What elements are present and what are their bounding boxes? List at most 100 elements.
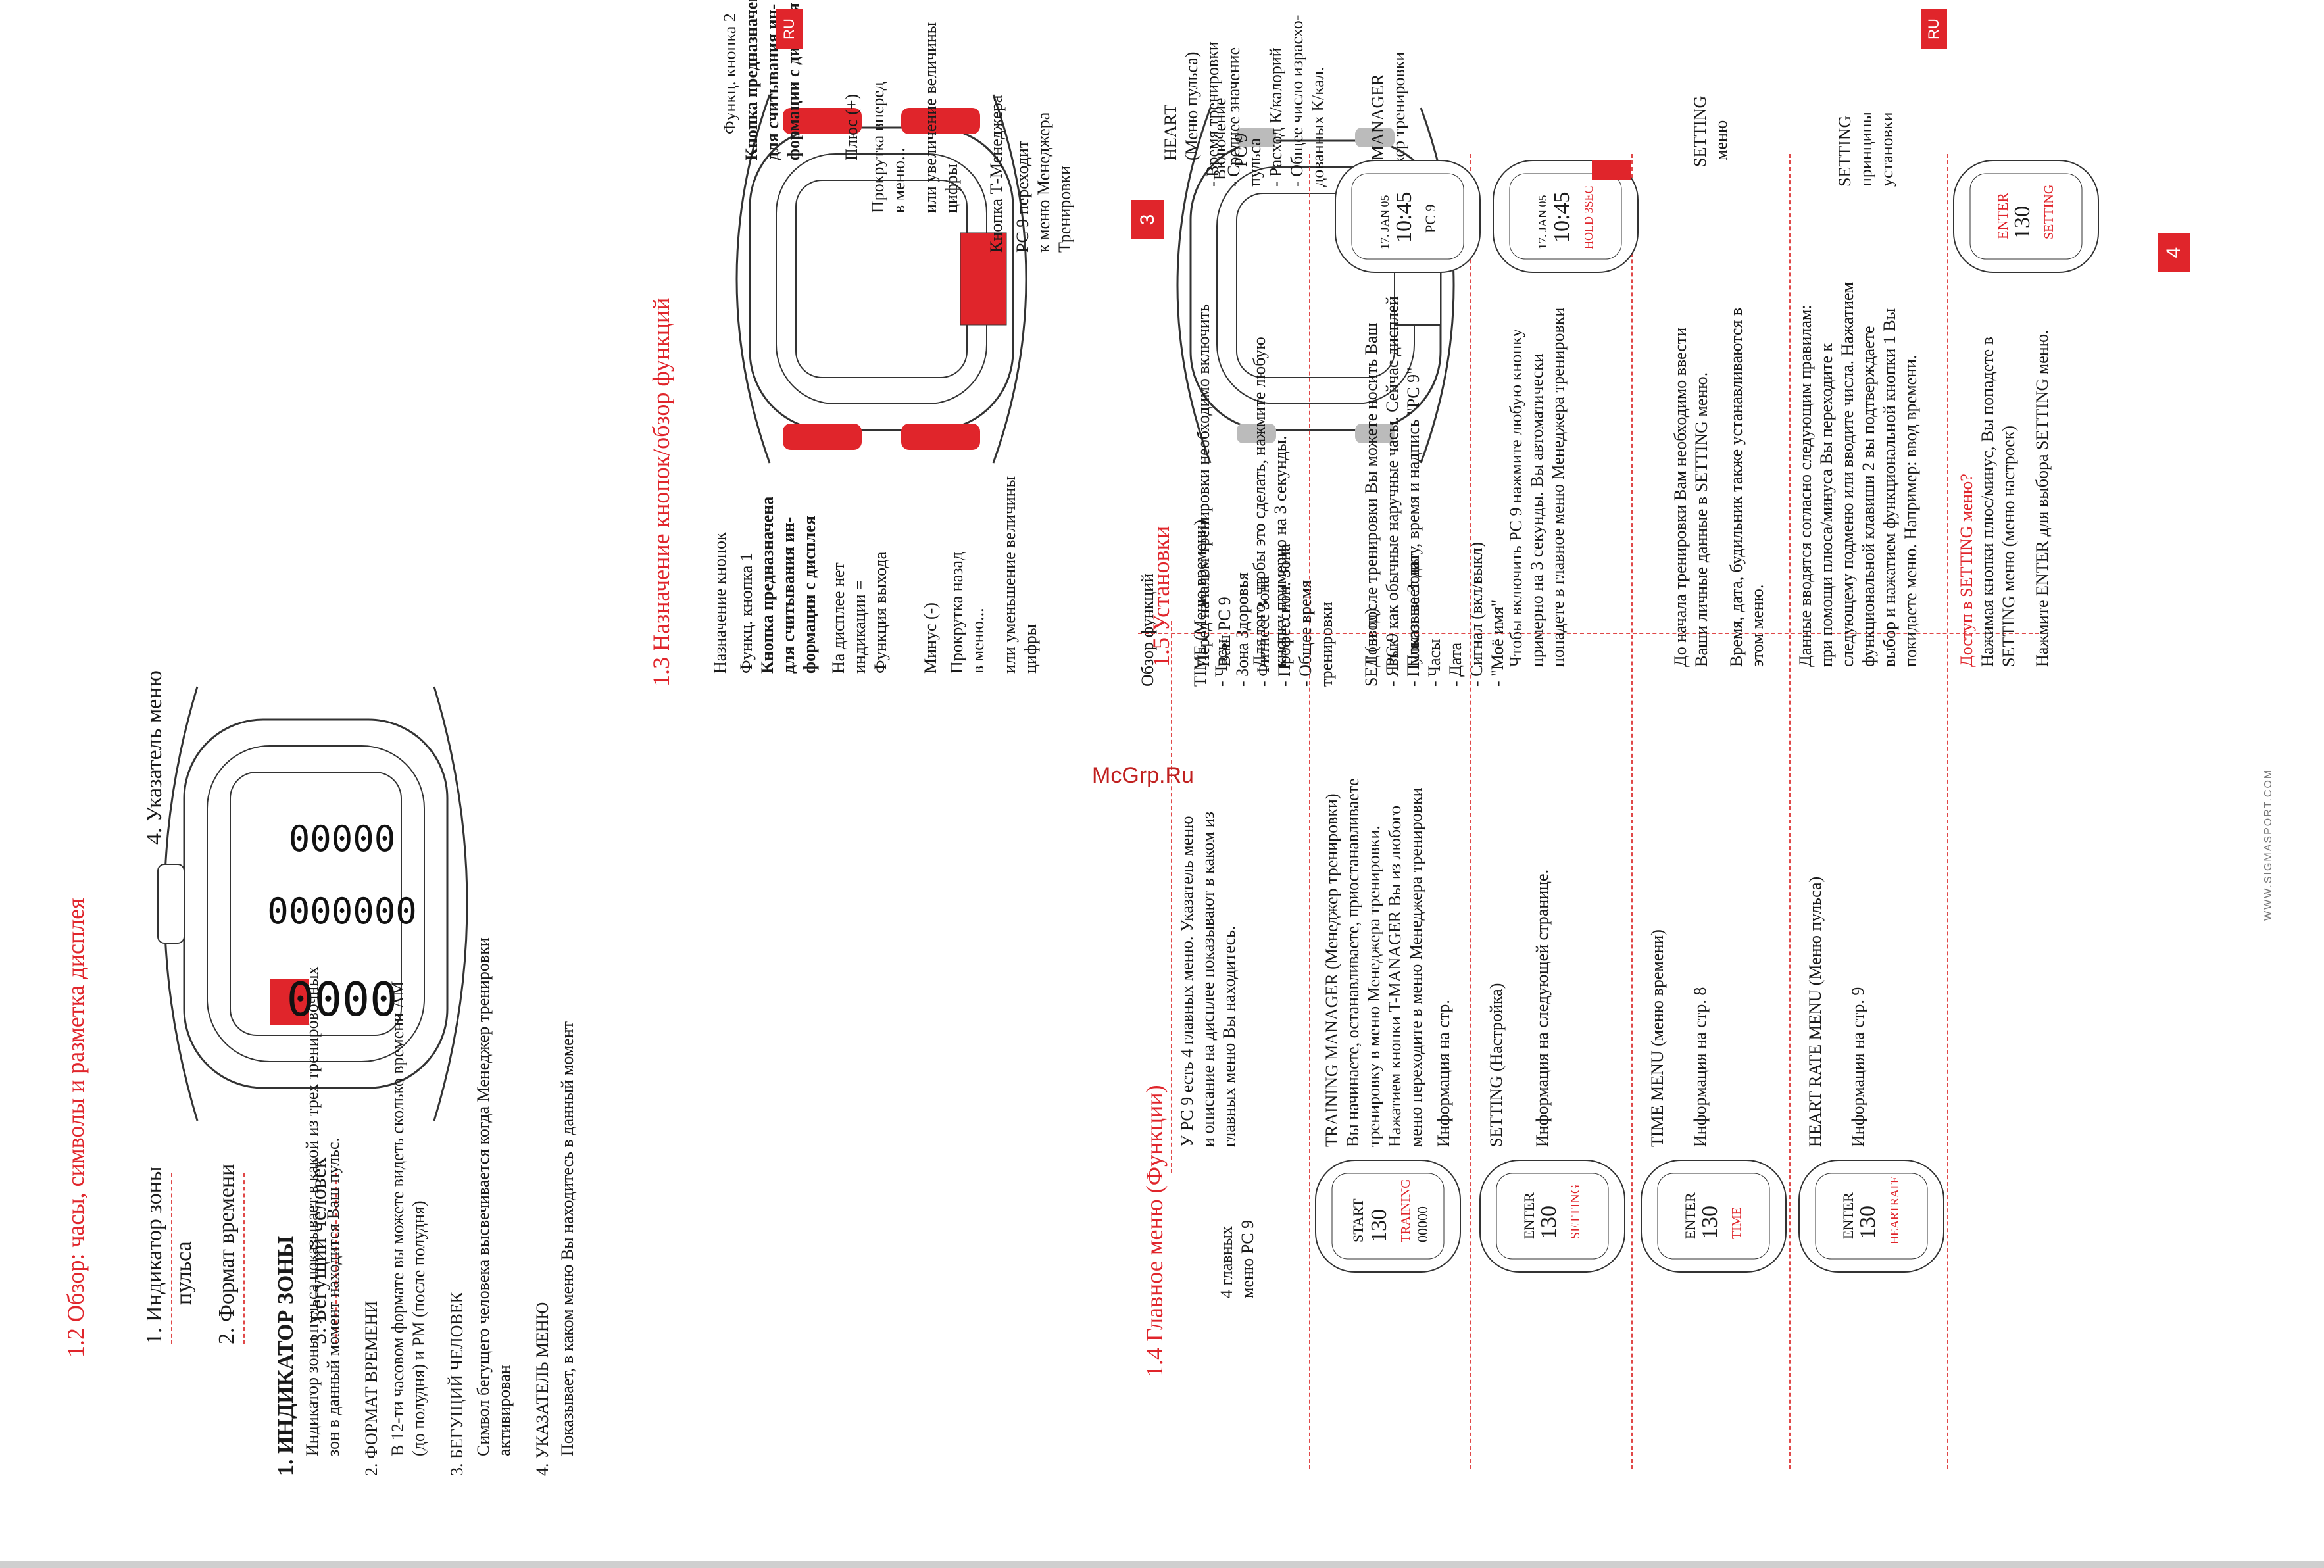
setting-menu-label: SETTING <box>1691 95 1710 167</box>
tman-label: Кнопка Т-Менеджера <box>987 95 1006 253</box>
minus-desc-2: в меню... <box>968 608 987 674</box>
setup-p3: Показывает дату, время и надпись "PC 9" <box>1404 367 1423 667</box>
plus-desc-3: или увеличение величины <box>921 22 940 213</box>
display-text: 130 <box>1537 1206 1561 1239</box>
section-1-5-title: 1.5 Установки <box>1148 526 1174 667</box>
page-number-4: 4 <box>2158 233 2190 272</box>
section-1-2-strip: 1.2 Обзор: часы, символы и разметка дисп… <box>0 0 592 1568</box>
access-setting-desc: Нажимая кнопки плюс/минус, Вы попадете в <box>1978 337 1997 667</box>
training-manager-info: Информация на стр. <box>1434 1000 1453 1147</box>
plus-desc-2: в меню... <box>889 147 908 213</box>
func-button-2-desc-1: Кнопка предназначена <box>742 0 761 160</box>
setup-p6: Время, дата, будильник также устанавлива… <box>1727 307 1746 667</box>
label-time-format: 2. Формат времени <box>214 1164 239 1344</box>
display-text: START <box>1350 1198 1366 1242</box>
power-on-label: Включение <box>1210 97 1229 180</box>
item-4-line-1: Показывает, в каком меню Вы находитесь в… <box>558 1021 577 1456</box>
setting-title: SETTING (Настройка) <box>1487 983 1506 1147</box>
main-menus-intro-1: У PC 9 есть 4 главных меню. Указатель ме… <box>1177 816 1197 1147</box>
watermark: McGrp.Ru <box>1092 763 1194 788</box>
time-menu-heading: TIME MENU (меню времени) <box>1648 929 1667 1147</box>
item-3-line-2: активирован <box>495 1365 514 1456</box>
func-button-1-desc-2: для считывания ин- <box>779 516 798 674</box>
func-button-1: Функц. кнопка 1 <box>737 552 756 674</box>
setup-p3: До и после тренировки Вы можете носить В… <box>1362 322 1381 667</box>
item-4-head: 4. УКАЗАТЕЛЬ МЕНЮ <box>533 1302 552 1476</box>
display-text: SETTING <box>1568 1184 1583 1239</box>
setting-rules-label-2: принципы <box>1856 112 1875 187</box>
setting-info: Информация на следующей странице. <box>1533 869 1552 1147</box>
setup-p6: этом меню. <box>1748 584 1767 667</box>
display-text: 130 <box>1698 1206 1722 1239</box>
display-text: 00000 <box>1414 1206 1431 1242</box>
setting-rules-label-3: установки <box>1877 112 1896 187</box>
item-3-line-1: Символ бегущего человека высвечивается к… <box>474 937 493 1456</box>
training-manager-desc: тренировку в меню Менеджера тренировки. <box>1364 825 1383 1147</box>
section-1-2-title: 1.2 Обзор: часы, символы и разметка дисп… <box>62 898 89 1358</box>
setup-p4: Чтобы включить PC 9 нажмите любую кнопку <box>1506 328 1525 667</box>
watch-display-illustration: 0000 0000000 00000 <box>157 686 468 1121</box>
minus-desc-4: цифры <box>1021 624 1040 674</box>
display-text: 130 <box>1856 1206 1880 1239</box>
setup-p7: покидаете меню. Например: ввод времени. <box>1901 355 1920 667</box>
training-manager-desc: Вы начинаете, останавливаете, приостанав… <box>1343 778 1362 1147</box>
buttons-heading: Назначение кнопок <box>710 532 729 674</box>
setup-p5: Ваши личные данные в SETTING меню. <box>1692 372 1711 667</box>
heart-rate-menu-heading: HEART RATE MENU (Меню пульса) <box>1806 876 1825 1147</box>
item-2-line-2: (до полудня) и PM (после полудня) <box>409 1200 428 1457</box>
display-time: ENTER 130 TIME <box>1635 1154 1792 1279</box>
setup-p2-1: Для того, чтобы это сделать, нажмите люб… <box>1250 337 1269 667</box>
item-1-line-2: зон в данный момент находится Ваш пульс. <box>324 1137 343 1456</box>
minus-desc-3: или уменьшение величины <box>1000 476 1019 674</box>
access-setting-heading: Доступ в SETTING меню? <box>1957 474 1976 667</box>
setup-p4: примерно на 3 секунды. Вы автоматически <box>1527 353 1546 667</box>
setup-p1-2: Ваш PC 9 <box>1215 597 1234 667</box>
item-1-head: 1. ИНДИКАТОР ЗОНЫ <box>274 1235 298 1476</box>
main-menus-intro-3: главных меню Вы находитесь. <box>1220 925 1239 1147</box>
tman-desc-1: PC 9 переходит <box>1013 140 1032 253</box>
display-setting: ENTER 130 SETTING <box>1473 1154 1631 1279</box>
page-number-3: 3 <box>1131 200 1164 239</box>
display-hold: 17. JAN 05 10:45 HOLD 3SEC <box>1487 154 1644 279</box>
section-1-4-1-5-strip: 1.4 Главное меню (Функции) 4 главных мен… <box>1112 0 2324 1568</box>
func-button-1-desc-1: Кнопка предназначена <box>758 496 777 674</box>
heart-rate-menu-info: Информация на стр. 9 <box>1848 987 1867 1147</box>
training-manager-desc: меню переходите в меню Менеджера трениро… <box>1406 787 1425 1147</box>
display-text: 10:45 <box>1392 191 1416 243</box>
label-zone-indicator: 1. Индикатор зоны <box>142 1166 166 1344</box>
plus-desc-1: Прокрутка вперед <box>868 82 887 213</box>
func-button-1-desc-5: индикации = <box>850 580 869 674</box>
plus-label: Плюс (+) <box>842 93 861 160</box>
setting-rules-label: SETTING <box>1835 115 1854 187</box>
section-1-3-strip: 1.3 Назначение кнопок/обзор функций Назн… <box>592 0 1099 1568</box>
display-text: PC 9 <box>1422 204 1439 233</box>
display-text: 10:45 <box>1550 191 1574 243</box>
watch-buttons-illustration <box>735 94 1027 464</box>
display-start-training: START 130 TRAINING 00000 <box>1309 1154 1467 1279</box>
svg-text:0000000: 0000000 <box>267 891 417 932</box>
setup-p1-1: Перед началом тренировки необходимо вклю… <box>1194 304 1213 667</box>
display-text: HOLD 3SEC <box>1582 185 1595 249</box>
section-1-3-title: 1.3 Назначение кнопок/обзор функций <box>648 297 674 687</box>
func-button-1-desc-3: формации с дисплея <box>800 516 819 674</box>
lang-badge-2: RU <box>1921 9 1947 49</box>
tman-desc-2: к меню Менеджера <box>1034 112 1053 253</box>
item-2-head: 2. ФОРМАТ ВРЕМЕНИ <box>362 1300 381 1476</box>
access-setting-desc: SETTING меню (меню настроек) <box>1999 426 2018 667</box>
minus-desc-1: Прокрутка назад <box>947 551 966 674</box>
item-2-line-1: В 12-ти часовом формате вы можете видеть… <box>388 981 407 1456</box>
setup-p3: PC 9 как обычные наручные часы. Сейчас д… <box>1383 296 1402 667</box>
func-button-1-desc-4: На дисплее нет <box>829 562 848 674</box>
setup-p7: функциональной клавиши 2 вы подтверждает… <box>1859 326 1878 667</box>
bottom-rule <box>0 1561 2324 1568</box>
item-1-line-1: Индикатор зоны пульса показывает в какой… <box>303 966 322 1456</box>
setup-p2-2: кнопку примерно на 3 секунды. <box>1271 435 1290 667</box>
display-text: TIME <box>1729 1207 1744 1239</box>
display-heartrate: ENTER 130 HEARTRATE <box>1792 1154 1950 1279</box>
main-menus-intro-2: и описание на дисплее показывают в каком… <box>1199 812 1218 1147</box>
setup-p5: До начала тренировки Вам необходимо ввес… <box>1671 327 1690 667</box>
label-zone-indicator-2: пульса <box>172 1241 196 1305</box>
func-button-1-desc-6: Функция выхода <box>871 551 890 674</box>
setup-p4: попадете в главное меню Менеджера тренир… <box>1548 307 1568 667</box>
display-clock: 17. JAN 05 10:45 PC 9 <box>1329 154 1487 279</box>
